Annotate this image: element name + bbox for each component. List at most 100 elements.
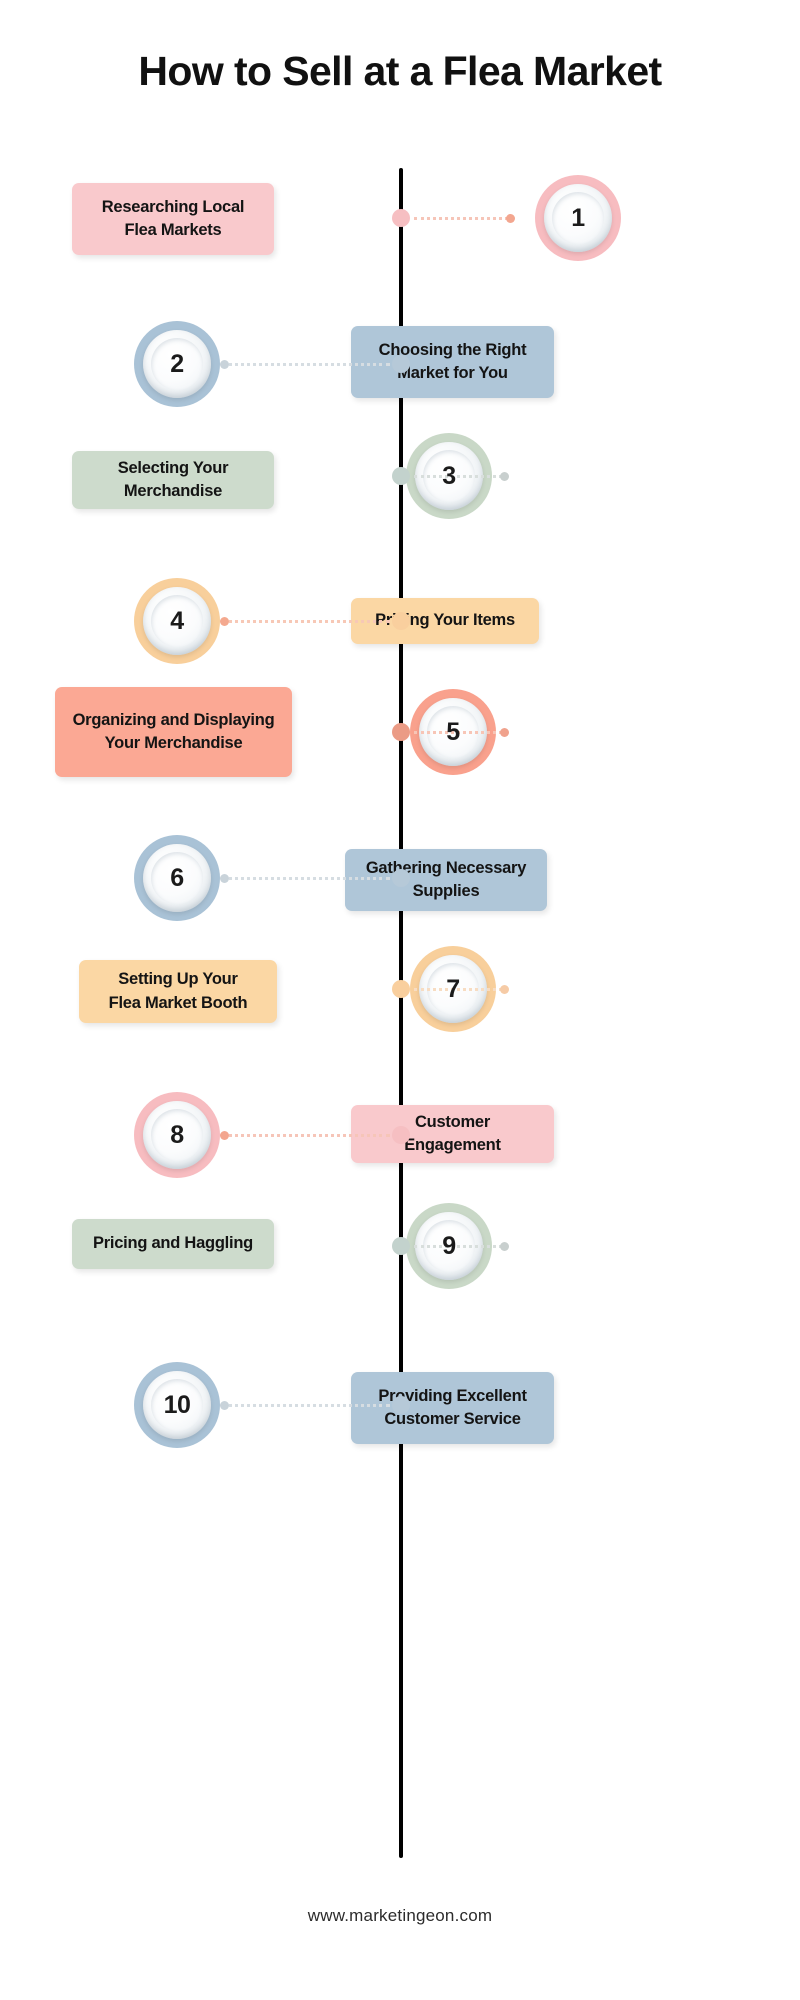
step-label-line-2: Merchandise (123, 482, 223, 500)
step-number-medallion-10[interactable]: 10 (134, 1362, 220, 1448)
medallion-inner-disc (151, 1109, 203, 1161)
medallion-inner-disc (151, 338, 203, 390)
step-label-line-1: Researching Local (101, 197, 245, 216)
step-connector-line-4 (222, 620, 390, 623)
step-number-text: 4 (170, 606, 184, 635)
step-number-medallion-4[interactable]: 4 (134, 578, 220, 664)
step-connector-end-dot-3 (500, 472, 509, 481)
step-label-line-1: Selecting Your (117, 458, 229, 477)
step-connector-line-2 (222, 363, 390, 366)
medallion-inner-disc (552, 192, 604, 244)
step-connector-end-dot-7 (500, 985, 509, 994)
step-label-box-4[interactable]: Pricing Your Items (351, 598, 539, 644)
step-number-medallion-1[interactable]: 1 (535, 175, 621, 261)
timeline-axis-dot-4 (392, 612, 410, 630)
step-label-line-2: Flea Market Booth (108, 993, 248, 1012)
step-connector-end-dot-2 (220, 360, 229, 369)
step-number-text: 6 (170, 863, 184, 892)
step-connector-end-dot-9 (500, 1242, 509, 1251)
timeline-step: Pricing Your Items 4 (0, 0, 800, 664)
timeline-axis-dot-1 (392, 209, 410, 227)
step-label-line-1: Setting Up Your (118, 970, 238, 989)
timeline-axis-dot-2 (392, 355, 410, 373)
step-label-line-1: Providing Excellent (378, 1386, 527, 1405)
step-number-text: 3 (442, 461, 456, 490)
medallion-inner-disc (151, 1379, 203, 1431)
timeline-axis-dot-5 (392, 723, 410, 741)
timeline-axis-dot-9 (392, 1237, 410, 1255)
step-number-text: 9 (442, 1231, 456, 1260)
step-number-medallion-8[interactable]: 8 (134, 1092, 220, 1178)
step-label-text: Pricing and Haggling (92, 1234, 253, 1253)
page-title: How to Sell at a Flea Market (138, 48, 662, 94)
step-label-line-2: Your Merchandise (104, 734, 243, 752)
step-connector-line-9 (414, 1245, 502, 1248)
step-label-line-1: Organizing and Displaying (72, 710, 275, 729)
step-number-text: 10 (163, 1390, 191, 1419)
step-connector-end-dot-4 (220, 617, 229, 626)
step-connector-end-dot-1 (506, 214, 515, 223)
step-label-line-2: Flea Markets (124, 221, 222, 239)
step-connector-end-dot-6 (220, 874, 229, 883)
medallion-inner-disc (151, 595, 203, 647)
timeline-axis-dot-7 (392, 980, 410, 998)
step-connector-line-10 (222, 1404, 390, 1407)
timeline-axis-dot-6 (392, 869, 410, 887)
timeline-axis-dot-3 (392, 467, 410, 485)
step-number-text: 5 (446, 717, 460, 746)
timeline-axis-dot-8 (392, 1126, 410, 1144)
step-label-line-1: Gathering Necessary (365, 858, 527, 877)
step-number-medallion-6[interactable]: 6 (134, 835, 220, 921)
step-connector-end-dot-5 (500, 728, 509, 737)
step-connector-end-dot-10 (220, 1401, 229, 1410)
step-connector-line-7 (414, 988, 502, 991)
medallion-inner-disc (151, 852, 203, 904)
step-number-text: 8 (170, 1120, 184, 1149)
step-number-text: 2 (170, 349, 184, 378)
step-connector-line-8 (222, 1134, 390, 1137)
step-label-line-2: Supplies (412, 882, 480, 900)
step-number-text: 1 (571, 203, 585, 232)
step-label-line-1: Customer (414, 1112, 490, 1131)
timeline-step: Pricing and Haggling 9 (0, 0, 800, 1289)
timeline-axis-dot-10 (392, 1396, 410, 1414)
step-connector-line-6 (222, 877, 390, 880)
step-label-line-2: Customer Service (384, 1410, 521, 1428)
step-connector-line-3 (414, 475, 502, 478)
step-connector-line-5 (414, 731, 502, 734)
step-label-line-2: Market for You (397, 364, 508, 382)
step-connector-end-dot-8 (220, 1131, 229, 1140)
footer-website-url: www.marketingeon.com (307, 1906, 493, 1925)
step-label-box-9[interactable]: Pricing and Haggling (72, 1219, 274, 1269)
timeline-axis (399, 168, 403, 1858)
step-number-medallion-2[interactable]: 2 (134, 321, 220, 407)
step-label-text: Pricing Your Items (375, 611, 515, 630)
step-connector-line-1 (414, 217, 508, 220)
step-number-text: 7 (446, 974, 460, 1003)
step-label-line-2: Engagement (404, 1136, 501, 1154)
